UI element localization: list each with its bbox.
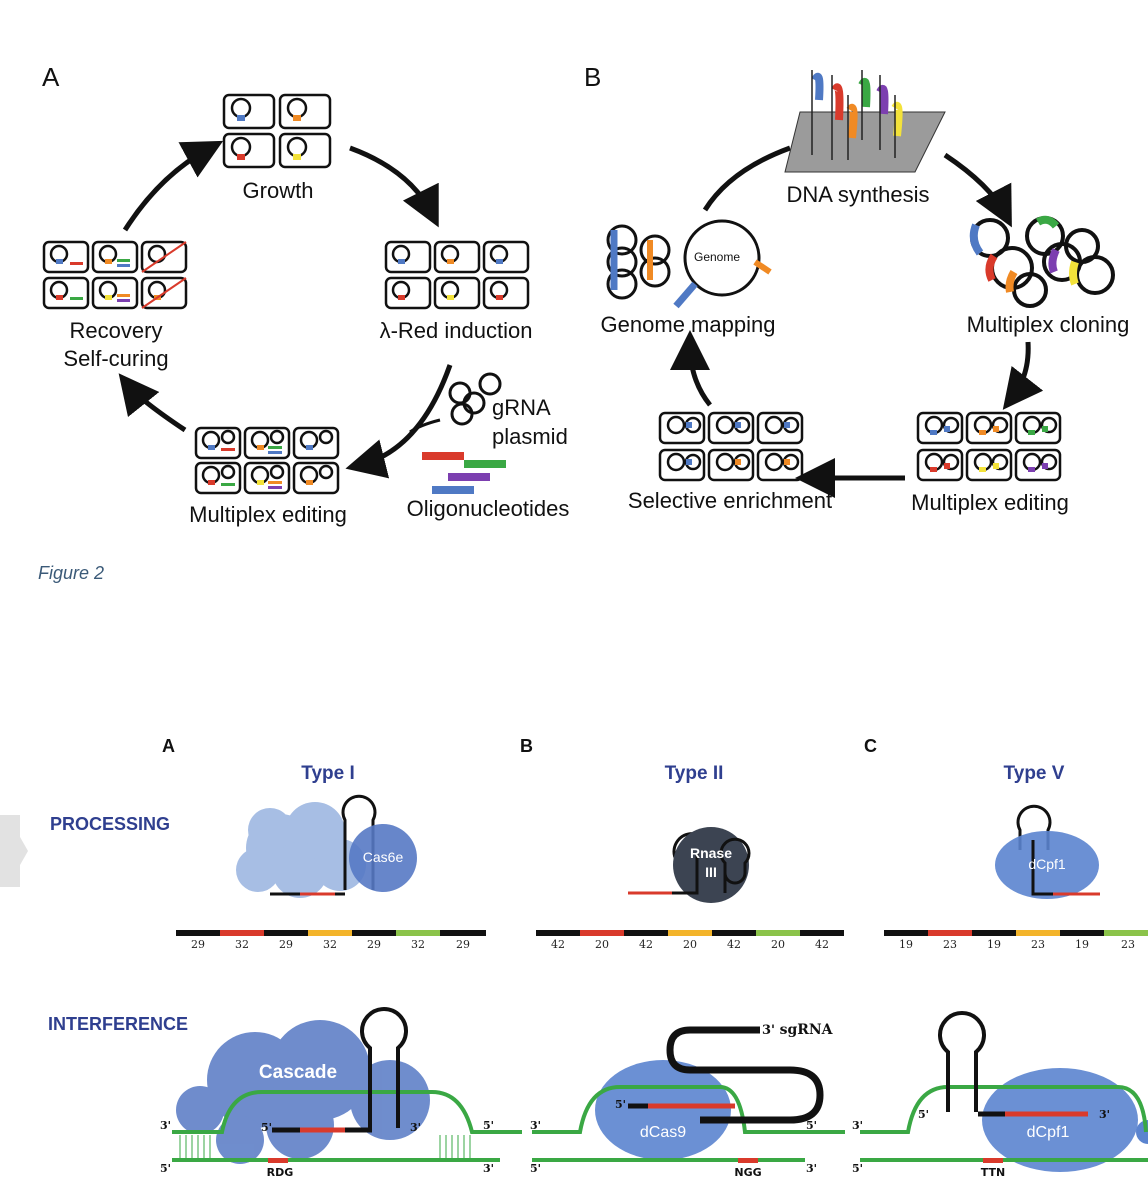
spacer-c-4: 23 xyxy=(1031,938,1045,951)
crispr-panel-c-letter: C xyxy=(864,736,877,756)
oligonucleotides xyxy=(422,452,506,494)
panel-a-letter: A xyxy=(42,62,60,92)
genome-mapping-label: Genome mapping xyxy=(600,312,776,337)
spacer-a-3: 29 xyxy=(279,938,293,951)
type-i-processing xyxy=(236,794,417,898)
type-i-array xyxy=(176,930,486,936)
end-3-a-guide: 3' xyxy=(410,1121,422,1134)
spacer-b-5: 42 xyxy=(727,938,741,951)
pam-ngg: NGG xyxy=(734,1166,762,1179)
dna-synthesis-label: DNA synthesis xyxy=(786,182,930,207)
processing-label: PROCESSING xyxy=(50,814,171,834)
end-5-a-right: 5' xyxy=(483,1119,495,1132)
spacer-a-1: 29 xyxy=(191,938,205,951)
end-5-c-guide: 5' xyxy=(918,1108,930,1121)
dna-synthesis-chip xyxy=(784,70,946,173)
spacer-b-7: 42 xyxy=(815,938,829,951)
figure-2-graphic xyxy=(42,70,1115,498)
figure-caption: Figure 2 xyxy=(38,563,105,583)
end-3-b-left: 3' xyxy=(530,1119,542,1132)
dcpf1-processing-label: dCpf1 xyxy=(1028,856,1066,872)
growth-cells xyxy=(222,93,332,169)
spacer-a-6: 32 xyxy=(411,938,425,951)
type-i-title: Type I xyxy=(301,763,355,784)
self-curing-label: Self-curing xyxy=(63,346,169,371)
spacer-c-3: 19 xyxy=(987,938,1001,951)
end-5-a-left: 5' xyxy=(160,1162,172,1175)
type-v-array xyxy=(884,930,1148,936)
crispr-panel-a-letter: A xyxy=(162,736,175,756)
cycle-arrows-a xyxy=(118,140,453,479)
spacer-a-4: 32 xyxy=(323,938,337,951)
crispr-systems-graphic xyxy=(0,794,1148,1172)
type-i-interference xyxy=(172,1007,522,1164)
end-3-c-guide: 3' xyxy=(1099,1108,1111,1121)
sgrna-text: sgRNA xyxy=(779,1022,833,1038)
rnase-label-line1: Rnase xyxy=(689,845,733,861)
spacer-b-6: 20 xyxy=(771,938,785,951)
genome-mapping-graphic xyxy=(606,219,761,300)
red-induction-cells xyxy=(384,240,530,310)
spacer-b-4: 20 xyxy=(683,938,697,951)
end-3-c-left: 3' xyxy=(852,1119,864,1132)
dcpf1-interference-label: dCpf1 xyxy=(1026,1124,1070,1141)
panel-b-letter: B xyxy=(584,62,602,92)
recovery-cells xyxy=(42,240,188,310)
plasmid-label: plasmid xyxy=(492,424,568,449)
spacer-a-7: 29 xyxy=(456,938,470,951)
selective-enrichment-label: Selective enrichment xyxy=(627,488,833,513)
spacer-a-2: 32 xyxy=(235,938,249,951)
cascade-label: Cascade xyxy=(258,1062,338,1083)
sgrna-label: 3' sgRNA xyxy=(762,1022,833,1038)
multiplex-cloning-label: Multiplex cloning xyxy=(966,312,1130,337)
oligonucleotides-label: Oligonucleotides xyxy=(406,496,570,521)
red-induction-label: λ-Red induction xyxy=(379,318,533,343)
type-ii-title: Type II xyxy=(664,763,724,784)
type-ii-processing xyxy=(628,827,751,903)
sgrna-three-end: 3' xyxy=(762,1023,776,1038)
multiplex-editing-cells-b xyxy=(916,411,1062,482)
cas6e-label: Cas6e xyxy=(362,849,404,865)
end-5-a-guide: 5' xyxy=(261,1121,273,1134)
spacer-b-1: 42 xyxy=(551,938,565,951)
end-3-a-left: 3' xyxy=(160,1119,172,1132)
grna-label: gRNA xyxy=(492,395,551,420)
spacer-c-2: 23 xyxy=(943,938,957,951)
spacer-a-5: 29 xyxy=(367,938,381,951)
spacer-c-6: 23 xyxy=(1121,938,1135,951)
spacer-c-5: 19 xyxy=(1075,938,1089,951)
end-5-c-left: 5' xyxy=(852,1162,864,1175)
recovery-label: Recovery xyxy=(69,318,163,343)
end-5-b-left: 5' xyxy=(530,1162,542,1175)
grna-plasmids xyxy=(409,372,502,434)
pam-rdg: RDG xyxy=(266,1166,294,1179)
type-v-processing xyxy=(995,804,1100,899)
rnase-label-line2: III xyxy=(705,864,717,880)
multiplex-editing-label-b: Multiplex editing xyxy=(911,490,1069,515)
spacer-c-1: 19 xyxy=(899,938,913,951)
selective-enrichment-cells xyxy=(658,411,804,482)
type-v-title: Type V xyxy=(1003,763,1065,784)
spacer-b-3: 42 xyxy=(639,938,653,951)
end-5-b-guide: 5' xyxy=(615,1098,627,1111)
growth-label: Growth xyxy=(242,178,314,203)
cycle-arrows-b xyxy=(670,145,1044,498)
end-3-a-right: 3' xyxy=(483,1162,495,1175)
end-3-b-right: 3' xyxy=(806,1162,818,1175)
genome-label: Genome xyxy=(694,250,741,264)
pam-ttn: TTN xyxy=(980,1166,1006,1179)
multiplex-editing-label-a: Multiplex editing xyxy=(189,502,347,527)
type-ii-interference xyxy=(532,1026,845,1163)
spacer-b-2: 20 xyxy=(595,938,609,951)
type-v-interference xyxy=(860,1011,1148,1172)
dcas9-label: dCas9 xyxy=(639,1124,687,1141)
type-ii-array xyxy=(536,930,844,936)
interference-label: INTERFERENCE xyxy=(48,1014,189,1034)
crispr-panel-b-letter: B xyxy=(520,736,533,756)
end-5-b-right: 5' xyxy=(806,1119,818,1132)
multiplex-editing-cells-a xyxy=(194,426,340,495)
